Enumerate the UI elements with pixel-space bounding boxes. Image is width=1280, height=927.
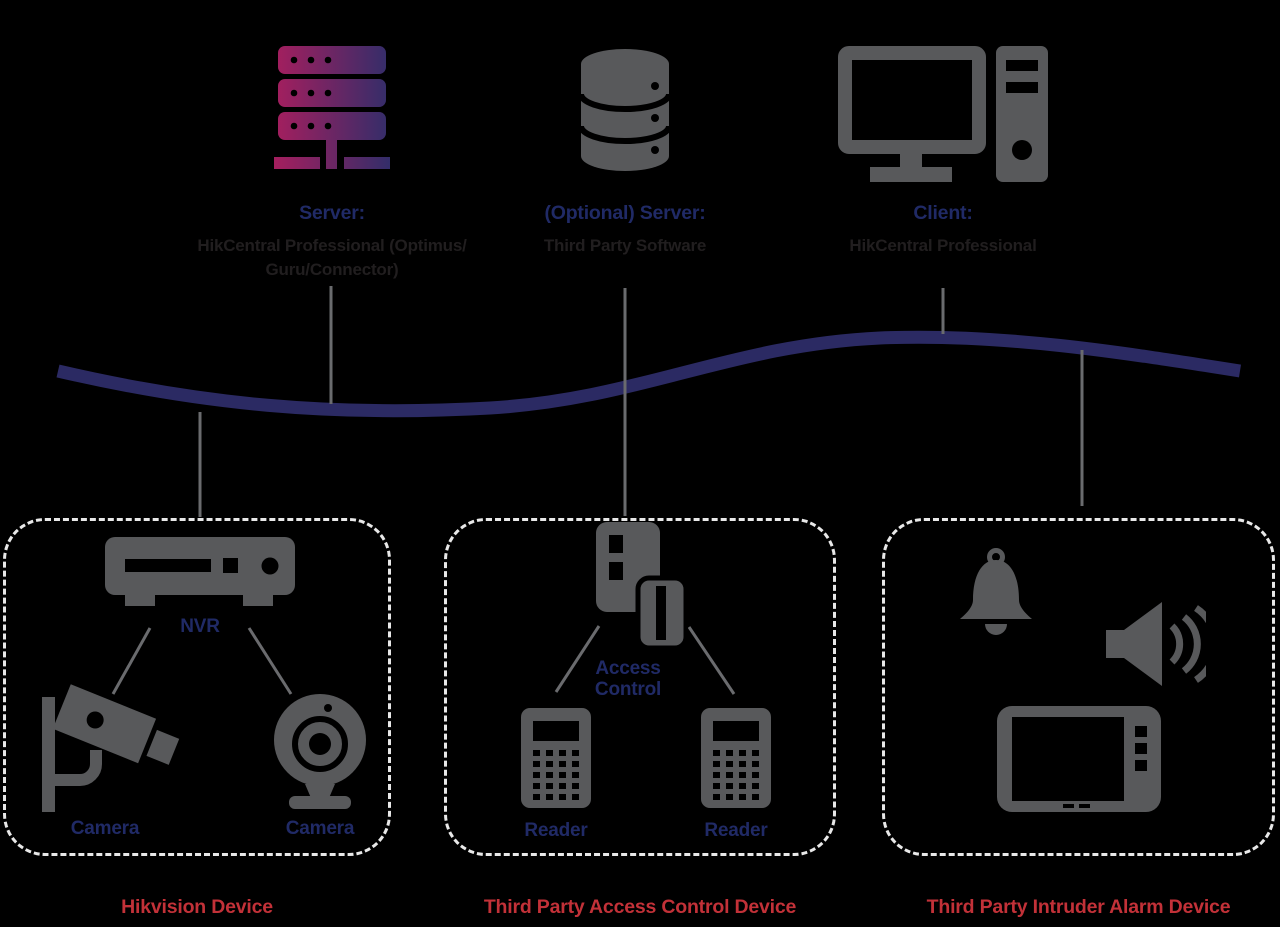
alarm-panel-icon [997, 706, 1161, 812]
hikvision-device-caption: Hikvision Device [121, 896, 273, 918]
intruder-alarm-device-caption: Third Party Intruder Alarm Device [926, 896, 1231, 918]
camera-left-label: Camera [70, 818, 140, 839]
reader-left-label: Reader [524, 820, 588, 841]
server-title: Server: [299, 202, 365, 224]
access-controller-icon [596, 522, 688, 650]
loudspeaker-icon [1106, 602, 1206, 686]
nvr-label: NVR [180, 616, 220, 637]
nvr-to-camera-left-line [111, 627, 152, 695]
nvr-to-camera-right-line [247, 627, 293, 695]
reader-right-label: Reader [704, 820, 768, 841]
optional-server-title: (Optional) Server: [544, 202, 706, 224]
access-control-device-box [444, 518, 836, 856]
access-control-label: Access Control [594, 658, 662, 700]
access-to-reader-left-line [554, 625, 601, 693]
server-subtitle-line1: HikCentral Professional (Optimus/ [197, 236, 467, 255]
intruder-alarm-device-box [882, 518, 1275, 856]
server-icon [274, 46, 390, 169]
bullet-camera-icon [42, 684, 180, 812]
client-subtitle: HikCentral Professional [849, 236, 1037, 255]
keypad-reader-right-icon [701, 708, 771, 808]
desktop-client-icon [838, 46, 1048, 182]
dome-camera-icon [274, 694, 366, 809]
client-title: Client: [913, 202, 973, 224]
nvr-icon [105, 537, 295, 606]
camera-right-label: Camera [285, 818, 355, 839]
network-wave-line [56, 330, 1242, 418]
access-control-device-caption: Third Party Access Control Device [483, 896, 797, 918]
hikvision-device-box [3, 518, 391, 856]
keypad-reader-left-icon [521, 708, 591, 808]
access-to-reader-right-line [687, 626, 736, 695]
bell-icon [960, 548, 1032, 635]
card-icon [635, 575, 688, 650]
database-icon [578, 49, 672, 171]
optional-server-subtitle: Third Party Software [543, 236, 707, 255]
server-subtitle-line2: Guru/Connector) [265, 260, 399, 279]
